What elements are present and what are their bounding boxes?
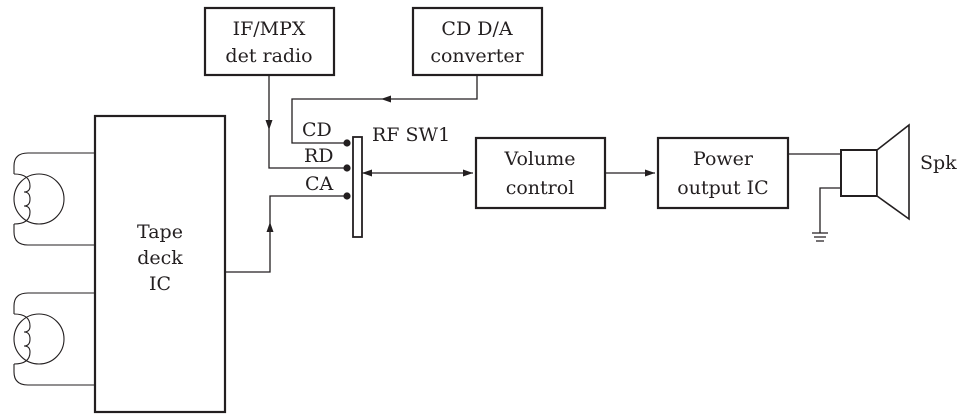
rf-switch: RF SW1 xyxy=(343,124,450,238)
tape-deck-label-line1: Tape xyxy=(137,221,183,243)
switch-contact-ca xyxy=(343,192,351,200)
cd-da-label-line1: CD D/A xyxy=(441,18,512,40)
power-block: Power output IC xyxy=(656,136,790,210)
head1-lead-bottom xyxy=(13,231,95,246)
speaker-magnet xyxy=(840,149,878,197)
speaker: Spk xyxy=(788,123,957,242)
speaker-label: Spk xyxy=(920,152,957,174)
cd-da-block: CD D/A converter xyxy=(411,6,544,77)
volume-label-line1: Volume xyxy=(504,148,576,170)
power-box xyxy=(656,136,790,210)
ca-wire xyxy=(269,195,347,222)
tape-deck-label-line2: deck xyxy=(137,247,183,269)
ifmpx-box xyxy=(203,6,336,77)
cd-wire xyxy=(291,98,381,144)
switch-contact-rd xyxy=(343,164,351,172)
ifmpx-label-line1: IF/MPX xyxy=(233,18,306,40)
tape-head-lower xyxy=(13,292,95,386)
speaker-cone xyxy=(876,123,910,221)
tape-deck-box xyxy=(93,114,227,414)
cd-signal-arrow xyxy=(381,75,478,103)
switch-label: RF SW1 xyxy=(372,124,450,146)
head1-coil xyxy=(13,173,31,225)
head2-lead-bottom xyxy=(13,371,95,386)
volume-block: Volume control xyxy=(474,136,607,210)
power-label-line1: Power xyxy=(693,148,754,170)
switch-input-cd: CD xyxy=(302,119,332,141)
power-label-line2: output IC xyxy=(677,177,768,199)
switch-contact-cd xyxy=(343,139,351,147)
head1-ring xyxy=(13,173,65,225)
switch-input-rd: RD xyxy=(304,145,334,167)
rd-wire xyxy=(268,130,347,169)
switch-slider xyxy=(352,136,363,238)
ifmpx-label-line2: det radio xyxy=(225,45,312,67)
head2-ring xyxy=(13,313,65,365)
head2-coil xyxy=(13,313,31,365)
head2-lead-top xyxy=(13,292,95,307)
speaker-ground-wire xyxy=(819,187,841,233)
tape-deck-label-line3: IC xyxy=(149,273,171,295)
volume-label-line2: control xyxy=(506,177,575,199)
head1-lead-top xyxy=(13,152,95,167)
tape-deck-block: Tape deck IC xyxy=(93,114,227,414)
tape-signal-arrow xyxy=(225,222,274,273)
tape-head-upper xyxy=(13,152,95,246)
ifmpx-block: IF/MPX det radio xyxy=(203,6,336,77)
cd-da-label-line2: converter xyxy=(430,45,524,67)
cd-da-box xyxy=(411,6,544,77)
ground-symbol xyxy=(812,232,828,242)
switch-input-ca: CA xyxy=(305,173,334,195)
